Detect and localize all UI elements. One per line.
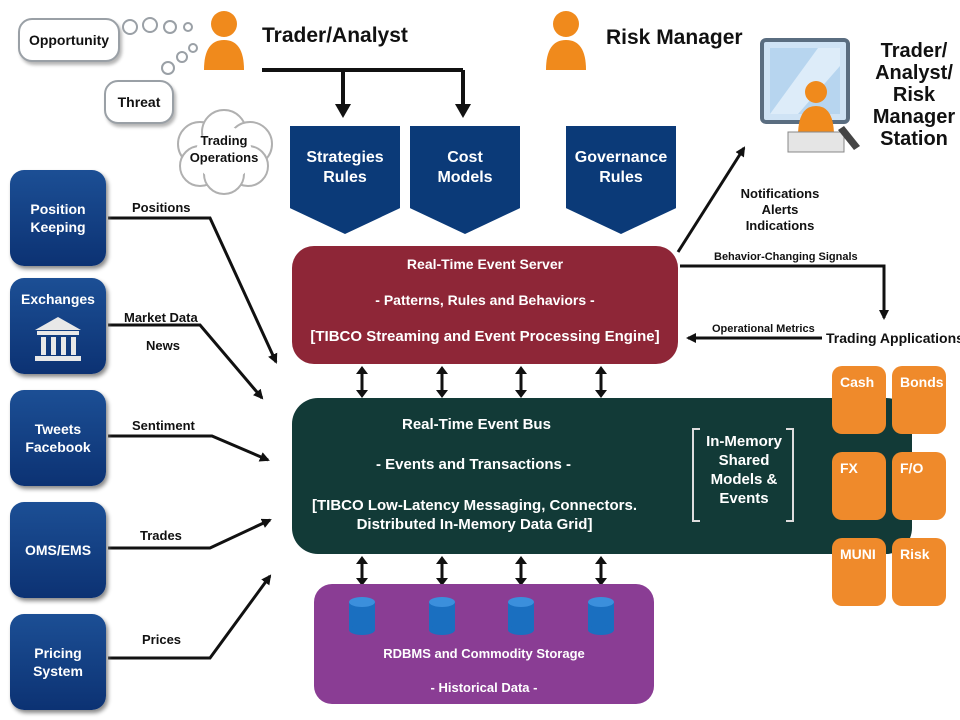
risk-tile: Risk (892, 538, 946, 606)
sentiment-arrow (108, 434, 270, 462)
exchanges-box: Exchanges (10, 278, 106, 374)
thought-dots (122, 17, 198, 75)
bus-storage-links (360, 562, 603, 580)
fx-tile: FX (832, 452, 886, 520)
event-bus-block: Real-Time Event Bus - Events and Transac… (292, 398, 912, 554)
database-icon (349, 597, 375, 635)
station-heading: Trader/ Analyst/ Risk Manager Station (872, 40, 956, 150)
workstation-icon (760, 38, 860, 153)
server-bus-links (360, 372, 603, 392)
threat-bubble: Threat (104, 80, 174, 124)
position-keeping-box: Position Keeping (10, 170, 106, 266)
trading-operations-label: Trading Operations (189, 133, 259, 165)
event-server-title: Real-Time Event Server (406, 256, 564, 272)
operational-metrics-label: Operational Metrics (712, 323, 815, 335)
governance-rules-label: Governance Rules (574, 149, 668, 186)
database-icon (588, 597, 614, 635)
market-data-arrow (108, 323, 264, 400)
database-icon (429, 597, 455, 635)
trades-arrow (108, 518, 272, 550)
bonds-tile: Bonds (892, 366, 946, 434)
storage-subtitle: - Historical Data - (430, 680, 538, 695)
pricing-system-box: Pricing System (10, 614, 106, 710)
risk-person-icon (546, 11, 586, 70)
bank-building-icon (35, 317, 81, 361)
governance-rules-block: Governance Rules (566, 126, 676, 234)
cash-tile: Cash (832, 366, 886, 434)
trader-person-icon (204, 11, 244, 70)
trading-applications-label: Trading Applications (826, 330, 960, 346)
tweets-facebook-box: Tweets Facebook (10, 390, 106, 486)
memory-bracket-left (692, 428, 700, 522)
cloud-icon (177, 109, 273, 195)
memory-bracket-right (786, 428, 794, 522)
strategies-rules-label: Strategies Rules (306, 149, 384, 186)
trader-heading: Trader/Analyst (262, 24, 408, 47)
trader-rules-connector (262, 68, 465, 112)
storage-block: RDBMS and Commodity Storage - Historical… (314, 584, 654, 704)
event-server-engine: [TIBCO Streaming and Event Processing En… (310, 328, 660, 345)
notifications-arrow (676, 146, 746, 253)
event-bus-subtitle: - Events and Transactions - (376, 456, 572, 473)
event-server-block: Real-Time Event Server - Patterns, Rules… (292, 246, 678, 364)
exchanges-label: Exchanges (21, 291, 95, 307)
strategies-rules-block: Strategies Rules (290, 126, 400, 234)
positions-label: Positions (132, 200, 191, 215)
notifications-label: Notifications Alerts Indications (740, 186, 820, 233)
market-data-label: Market Data (124, 310, 198, 325)
storage-title: RDBMS and Commodity Storage (383, 646, 585, 661)
news-label: News (146, 338, 180, 353)
risk-heading: Risk Manager (606, 26, 743, 49)
database-icon (508, 597, 534, 635)
muni-tile: MUNI (832, 538, 886, 606)
event-bus-title: Real-Time Event Bus (402, 416, 551, 433)
oms-ems-box: OMS/EMS (10, 502, 106, 598)
trades-label: Trades (140, 528, 182, 543)
sentiment-label: Sentiment (132, 418, 195, 433)
fo-tile: F/O (892, 452, 946, 520)
behavior-arrow (680, 264, 889, 320)
positions-arrow (108, 216, 278, 364)
prices-arrow (108, 574, 272, 660)
event-bus-tech: [TIBCO Low-Latency Messaging, Connectors… (312, 497, 638, 533)
in-memory-label: In-Memory Shared Models & Events (706, 433, 782, 507)
cost-models-label: Cost Models (437, 149, 493, 186)
behavior-signals-label: Behavior-Changing Signals (714, 251, 858, 263)
cost-models-block: Cost Models (410, 126, 520, 234)
prices-label: Prices (142, 632, 182, 647)
opportunity-bubble: Opportunity (18, 18, 120, 62)
event-server-subtitle: - Patterns, Rules and Behaviors - (375, 292, 595, 308)
